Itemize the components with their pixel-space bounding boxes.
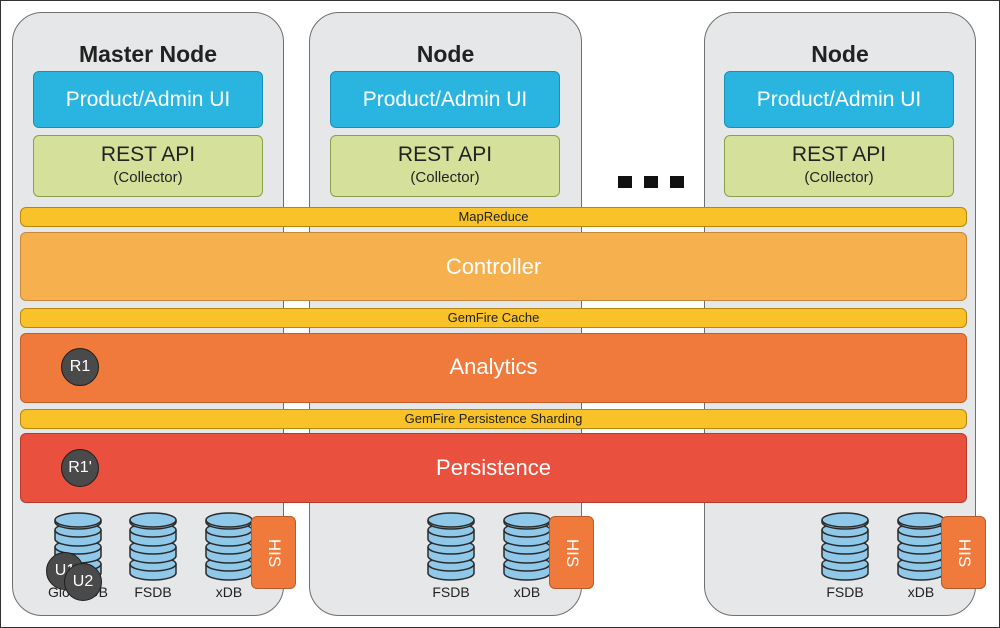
r1-prime-badge: R1'	[61, 449, 99, 487]
his-label: HIS	[954, 538, 974, 567]
rest-api-title: REST API	[791, 143, 887, 166]
rest-api-subtitle: (Collector)	[410, 169, 480, 186]
rest-api-title: REST API	[100, 143, 196, 166]
database-icon	[897, 512, 945, 581]
his-tag: HIS	[941, 516, 986, 589]
rest-api-box: REST API (Collector)	[330, 135, 560, 197]
product-admin-ui-box: Product/Admin UI	[724, 71, 954, 128]
controller-layer: Controller	[20, 232, 967, 301]
rest-api-box: REST API (Collector)	[724, 135, 954, 197]
persistence-layer: Persistence	[20, 433, 967, 503]
his-tag: HIS	[251, 516, 296, 589]
node-title: Node	[811, 41, 869, 67]
db-label-xdb: xDB	[907, 584, 935, 600]
product-admin-ui-box: Product/Admin UI	[330, 71, 560, 128]
xdb-database-icon	[204, 512, 254, 582]
database-icon	[205, 512, 253, 581]
r1-badge: R1	[61, 348, 99, 386]
mapreduce-band: MapReduce	[20, 207, 967, 227]
node-title: Master Node	[78, 41, 218, 67]
rest-api-subtitle: (Collector)	[804, 169, 874, 186]
database-icon	[427, 512, 475, 581]
node-title: Node	[416, 41, 475, 67]
db-label-xdb: xDB	[215, 584, 243, 600]
fsdb-database-icon	[426, 512, 476, 582]
rest-api-box: REST API (Collector)	[33, 135, 263, 197]
rest-api-title: REST API	[397, 143, 493, 166]
analytics-layer: Analytics	[20, 333, 967, 403]
gemfire-cache-band: GemFire Cache	[20, 308, 967, 328]
product-admin-ui-box: Product/Admin UI	[33, 71, 263, 128]
u2-badge: U2	[64, 563, 102, 601]
xdb-database-icon	[502, 512, 552, 582]
xdb-database-icon	[896, 512, 946, 582]
his-label: HIS	[264, 538, 284, 567]
his-label: HIS	[562, 538, 582, 567]
gemfire-sharding-band: GemFire Persistence Sharding	[20, 409, 967, 429]
fsdb-database-icon	[820, 512, 870, 582]
db-label-fsdb: FSDB	[826, 584, 864, 600]
fsdb-database-icon	[128, 512, 178, 582]
db-label-fsdb: FSDB	[432, 584, 470, 600]
db-label-fsdb: FSDB	[134, 584, 172, 600]
db-label-xdb: xDB	[513, 584, 541, 600]
database-icon	[129, 512, 177, 581]
database-icon	[503, 512, 551, 581]
rest-api-subtitle: (Collector)	[113, 169, 183, 186]
ellipsis-icon	[618, 176, 684, 188]
his-tag: HIS	[549, 516, 594, 589]
database-icon	[821, 512, 869, 581]
